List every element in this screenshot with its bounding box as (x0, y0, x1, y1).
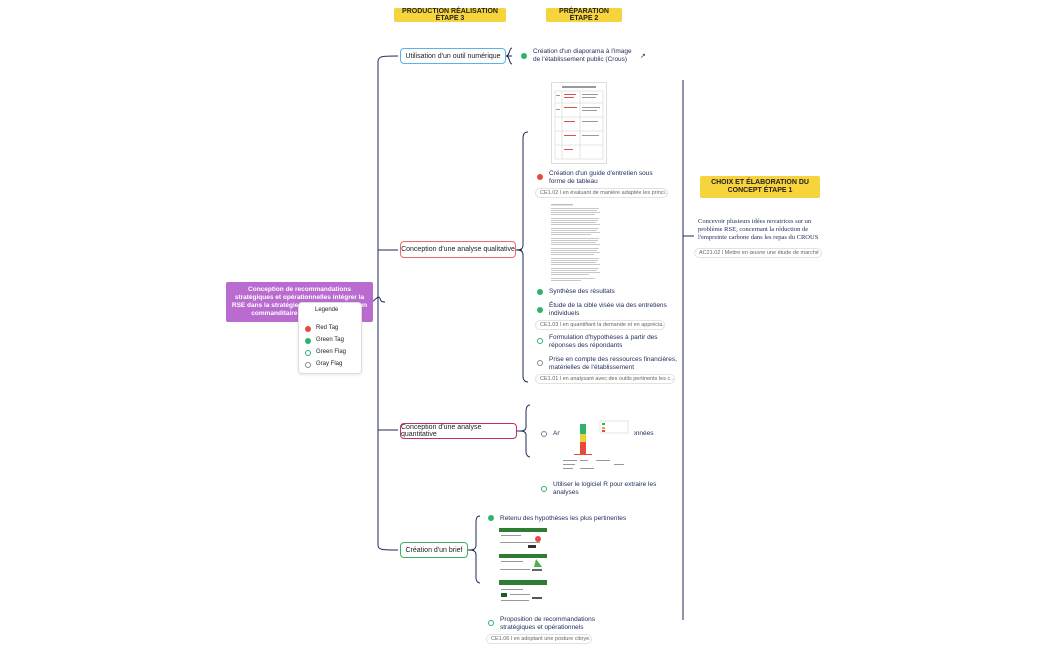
note-proposition[interactable]: CE1.06 l en adoptant une posture citoye.… (486, 634, 592, 644)
production-label: PRODUCTION RÉALISATION ÉTAPE 3 (394, 8, 506, 22)
branch-brief[interactable]: Création d'un brief (400, 542, 468, 558)
note-ressources[interactable]: CE1.01 l en analysant avec des outils pe… (535, 374, 675, 384)
leaf-retenu-hypotheses[interactable]: Retenu des hypothèses les plus pertinent… (500, 515, 627, 522)
document-preview (551, 204, 600, 281)
gray-flag-icon (541, 431, 547, 437)
leaf-guide-entretien[interactable]: Création d'un guide d'entretien sous for… (549, 170, 653, 186)
note-guide[interactable]: CE1.02 l en évaluant de manière adaptée … (535, 188, 668, 198)
green-flag-icon (305, 350, 311, 356)
gray-flag-icon (537, 360, 543, 366)
gray-flag-icon (305, 362, 311, 368)
choix-label: CHOIX ET ÉLABORATION DU CONCEPT ÉTAPE 1 (700, 176, 820, 198)
legend-item: Green Flag (316, 349, 347, 355)
leaf-concevoir-idees[interactable]: Concevoir plusieurs idées novatrices sur… (698, 218, 819, 242)
leaf-proposition[interactable]: Proposition de recommandations stratégiq… (500, 616, 596, 632)
slides-thumbnail[interactable] (498, 527, 548, 609)
slides-preview (498, 527, 548, 609)
legend-panel: Legende Red Tag Green Tag Green Flag Gra… (298, 302, 362, 374)
red-tag-icon (305, 326, 311, 332)
leaf-ressources[interactable]: Prise en compte des ressources financièr… (549, 356, 677, 372)
leaf-diaporama[interactable]: Création d'un diaporama à l'image de l'é… (533, 48, 632, 64)
legend-item: Gray Flag (316, 361, 343, 367)
note-etude[interactable]: CE1.03 l en quantifiant la demande et en… (535, 320, 665, 330)
legend-item: Green Tag (316, 337, 344, 343)
legend-item: Red Tag (316, 325, 339, 331)
chart-preview (560, 418, 634, 474)
green-tag-icon (488, 515, 494, 521)
branch-analyse-quantitative[interactable]: Conception d'une analyse quantitative (400, 423, 517, 439)
leaf-etude-cible[interactable]: Étude de la cible visée via des entretie… (549, 302, 667, 318)
leaf-logiciel-r[interactable]: Utiliser le logiciel R pour extraire les… (553, 481, 657, 497)
legend-title: Legende (315, 307, 339, 313)
branch-outil-numerique[interactable]: Utilisation d'un outil numérique (400, 48, 506, 64)
green-flag-icon (541, 486, 547, 492)
green-flag-icon (488, 620, 494, 626)
document-thumbnail[interactable] (549, 202, 603, 284)
green-flag-icon (537, 338, 543, 344)
document-preview (554, 86, 604, 160)
green-tag-icon (537, 289, 543, 295)
branch-analyse-qualitative[interactable]: Conception d'une analyse qualitative (400, 241, 516, 258)
green-tag-icon (305, 338, 311, 344)
chart-thumbnail[interactable] (560, 418, 634, 474)
red-tag-icon (537, 174, 543, 180)
preparation-label: PRÉPARATION ÉTAPE 2 (546, 8, 622, 22)
leaf-synthese[interactable]: Synthèse des résultats (549, 288, 615, 295)
leaf-formulation[interactable]: Formulation d'hypothèses à partir des ré… (549, 334, 658, 350)
note-concevoir[interactable]: AC21.02 l Mettre en œuvre une étude de m… (694, 248, 822, 258)
document-thumbnail[interactable] (551, 82, 607, 164)
green-tag-icon (521, 53, 527, 59)
external-link-icon[interactable]: ↗ (640, 53, 646, 60)
green-tag-icon (537, 307, 543, 313)
